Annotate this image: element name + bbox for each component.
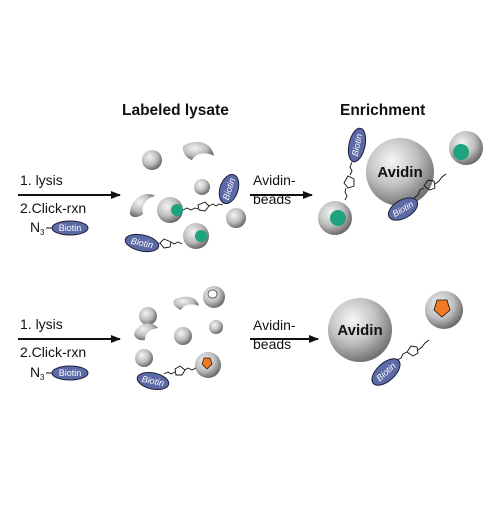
bottom-reagent-biotin bbox=[51, 365, 89, 381]
protein-crescent bbox=[130, 194, 155, 217]
triazole-linker bbox=[396, 339, 430, 361]
lysate-biotin-tag bbox=[136, 371, 170, 391]
protein-blob bbox=[194, 179, 210, 195]
protein-crescent bbox=[173, 296, 199, 310]
protein-crescent bbox=[134, 323, 158, 341]
lysate-biotin-tag bbox=[124, 233, 160, 253]
labeled-protein bbox=[157, 197, 183, 223]
bottom-row: 1. lysis 2.Click-rxn N 3 Biotin bbox=[18, 286, 463, 391]
avidin-label: Avidin bbox=[337, 322, 382, 339]
protein-blob bbox=[142, 150, 162, 170]
protein-blob bbox=[209, 320, 223, 334]
enriched-biotin-label: Biotin bbox=[350, 133, 364, 157]
top-reagent-biotin bbox=[51, 220, 89, 236]
top-row: 1. lysis 2.Click-rxn N 3 Biotin Biotin bbox=[18, 127, 483, 253]
triazole-linker bbox=[343, 161, 447, 201]
avidin-label: Avidin bbox=[377, 164, 422, 181]
bottom-reagent-n3: N bbox=[30, 364, 40, 380]
header-enrichment: Enrichment bbox=[340, 102, 425, 119]
top-reagent: N 3 Biotin bbox=[30, 219, 89, 237]
bottom-lysate: Biotin bbox=[134, 286, 225, 391]
protein-crescent bbox=[182, 141, 214, 160]
bottom-reagent-sub: 3 bbox=[40, 373, 45, 382]
top-reagent-biotin-label: Biotin bbox=[59, 223, 82, 233]
triazole-linker bbox=[163, 365, 197, 376]
probe-green bbox=[453, 144, 469, 160]
bottom-enrichment-complex: Avidin Biotin bbox=[328, 291, 463, 386]
protein-blob bbox=[135, 349, 153, 367]
probe-green bbox=[171, 204, 183, 216]
probe-orange bbox=[433, 299, 451, 318]
protein-blob bbox=[139, 307, 157, 325]
lysate-biotin-label: Biotin bbox=[130, 236, 154, 250]
lysate-biotin-tag bbox=[218, 173, 240, 205]
header-labeled-lysate: Labeled lysate bbox=[122, 102, 229, 119]
bottom-reagent-biotin-label: Biotin bbox=[59, 368, 82, 378]
avidin-bead bbox=[366, 138, 434, 206]
enriched-biotin-tag bbox=[347, 127, 367, 163]
probe-green bbox=[195, 230, 207, 242]
protein-blob bbox=[226, 208, 246, 228]
top-arrow-label-1: Avidin- bbox=[253, 172, 296, 188]
bottom-step-click: 2.Click-rxn bbox=[20, 344, 86, 360]
enriched-biotin-tag bbox=[371, 358, 401, 386]
top-enrichment-complex: Avidin Biotin Biotin bbox=[318, 127, 483, 235]
top-reagent-sub: 3 bbox=[40, 228, 45, 237]
bottom-reagent: N 3 Biotin bbox=[30, 364, 89, 382]
probe-green bbox=[330, 210, 346, 226]
probe-orange bbox=[201, 357, 213, 370]
top-lysate: Biotin Biotin bbox=[124, 141, 246, 253]
triazole-linker bbox=[182, 201, 224, 212]
top-reagent-n3: N bbox=[30, 219, 40, 235]
bottom-arrow-label-1: Avidin- bbox=[253, 317, 296, 333]
top-step-lysis: 1. lysis bbox=[20, 172, 63, 188]
top-arrow-label-2: beads bbox=[253, 191, 291, 207]
top-step-click: 2.Click-rxn bbox=[20, 200, 86, 216]
avidin-bead bbox=[328, 298, 392, 362]
protein-pocket bbox=[207, 289, 218, 299]
bottom-step-lysis: 1. lysis bbox=[20, 316, 63, 332]
protein-blob bbox=[174, 327, 192, 345]
lysate-biotin-label: Biotin bbox=[141, 374, 165, 388]
enriched-biotin-tag bbox=[387, 197, 419, 221]
